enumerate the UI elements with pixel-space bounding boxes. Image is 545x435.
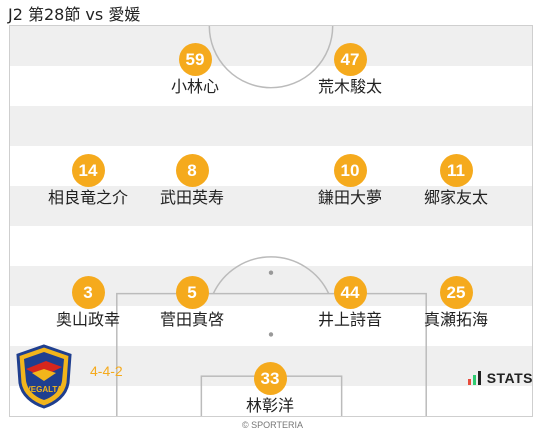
stats-label: STATS [486, 370, 533, 386]
player-number-badge: 11 [439, 154, 473, 187]
penalty-arc [212, 256, 330, 294]
pitch-stripe [10, 106, 532, 146]
player-number-badge: 44 [333, 276, 367, 309]
crest-text: VEGALTA [25, 385, 62, 394]
player-defender-3[interactable]: 44 井上詩音 [295, 276, 405, 330]
player-forward-left[interactable]: 59 小林心 [140, 43, 250, 97]
player-midfielder-2[interactable]: 8 武田英寿 [137, 154, 247, 208]
player-number-badge: 25 [439, 276, 473, 309]
team-crest-logo: VEGALTA [16, 344, 72, 409]
player-name: 菅田真啓 [159, 310, 224, 329]
pitch [9, 25, 533, 417]
player-number-badge: 5 [175, 276, 209, 309]
player-name: 相良竜之介 [47, 188, 128, 207]
player-name: 真瀬拓海 [423, 310, 488, 329]
player-number-badge: 14 [71, 154, 105, 187]
penalty-area [116, 292, 427, 416]
pitch-stripe [10, 186, 532, 226]
player-number-badge: 10 [333, 154, 367, 187]
player-midfielder-1[interactable]: 14 相良竜之介 [33, 154, 143, 208]
player-name: 奥山政幸 [55, 310, 120, 329]
player-name: 林彰洋 [245, 396, 294, 415]
player-number-badge: 59 [178, 43, 212, 76]
stats-bar-icon [467, 371, 481, 385]
penalty-spot-top [268, 270, 274, 275]
player-number-badge: 47 [333, 43, 367, 76]
page-title: J2 第28節 vs 愛媛 [8, 5, 141, 24]
player-name: 鎌田大夢 [317, 188, 382, 207]
player-number-badge: 33 [253, 362, 287, 395]
player-name: 武田英寿 [159, 188, 224, 207]
player-name: 荒木駿太 [317, 77, 382, 96]
player-number-badge: 3 [71, 276, 105, 309]
player-defender-2[interactable]: 5 菅田真啓 [137, 276, 247, 330]
player-number-badge: 8 [175, 154, 209, 187]
player-midfielder-4[interactable]: 11 郷家友太 [401, 154, 511, 208]
player-defender-1[interactable]: 3 奥山政幸 [33, 276, 143, 330]
player-forward-right[interactable]: 47 荒木駿太 [295, 43, 405, 97]
formation-label: 4-4-2 [90, 363, 123, 379]
player-name: 井上詩音 [317, 310, 382, 329]
penalty-spot [268, 332, 274, 337]
player-name: 郷家友太 [423, 188, 488, 207]
player-goalkeeper[interactable]: 33 林彰洋 [215, 362, 325, 416]
center-circle [208, 26, 334, 89]
player-name: 小林心 [170, 77, 219, 96]
player-midfielder-3[interactable]: 10 鎌田大夢 [295, 154, 405, 208]
pitch-stripe [10, 26, 532, 66]
pitch-lines [116, 26, 427, 416]
player-defender-4[interactable]: 25 真瀬拓海 [401, 276, 511, 330]
copyright-text: © SPORTERIA [242, 420, 303, 430]
stats-provider-logo: STATS [467, 369, 533, 387]
